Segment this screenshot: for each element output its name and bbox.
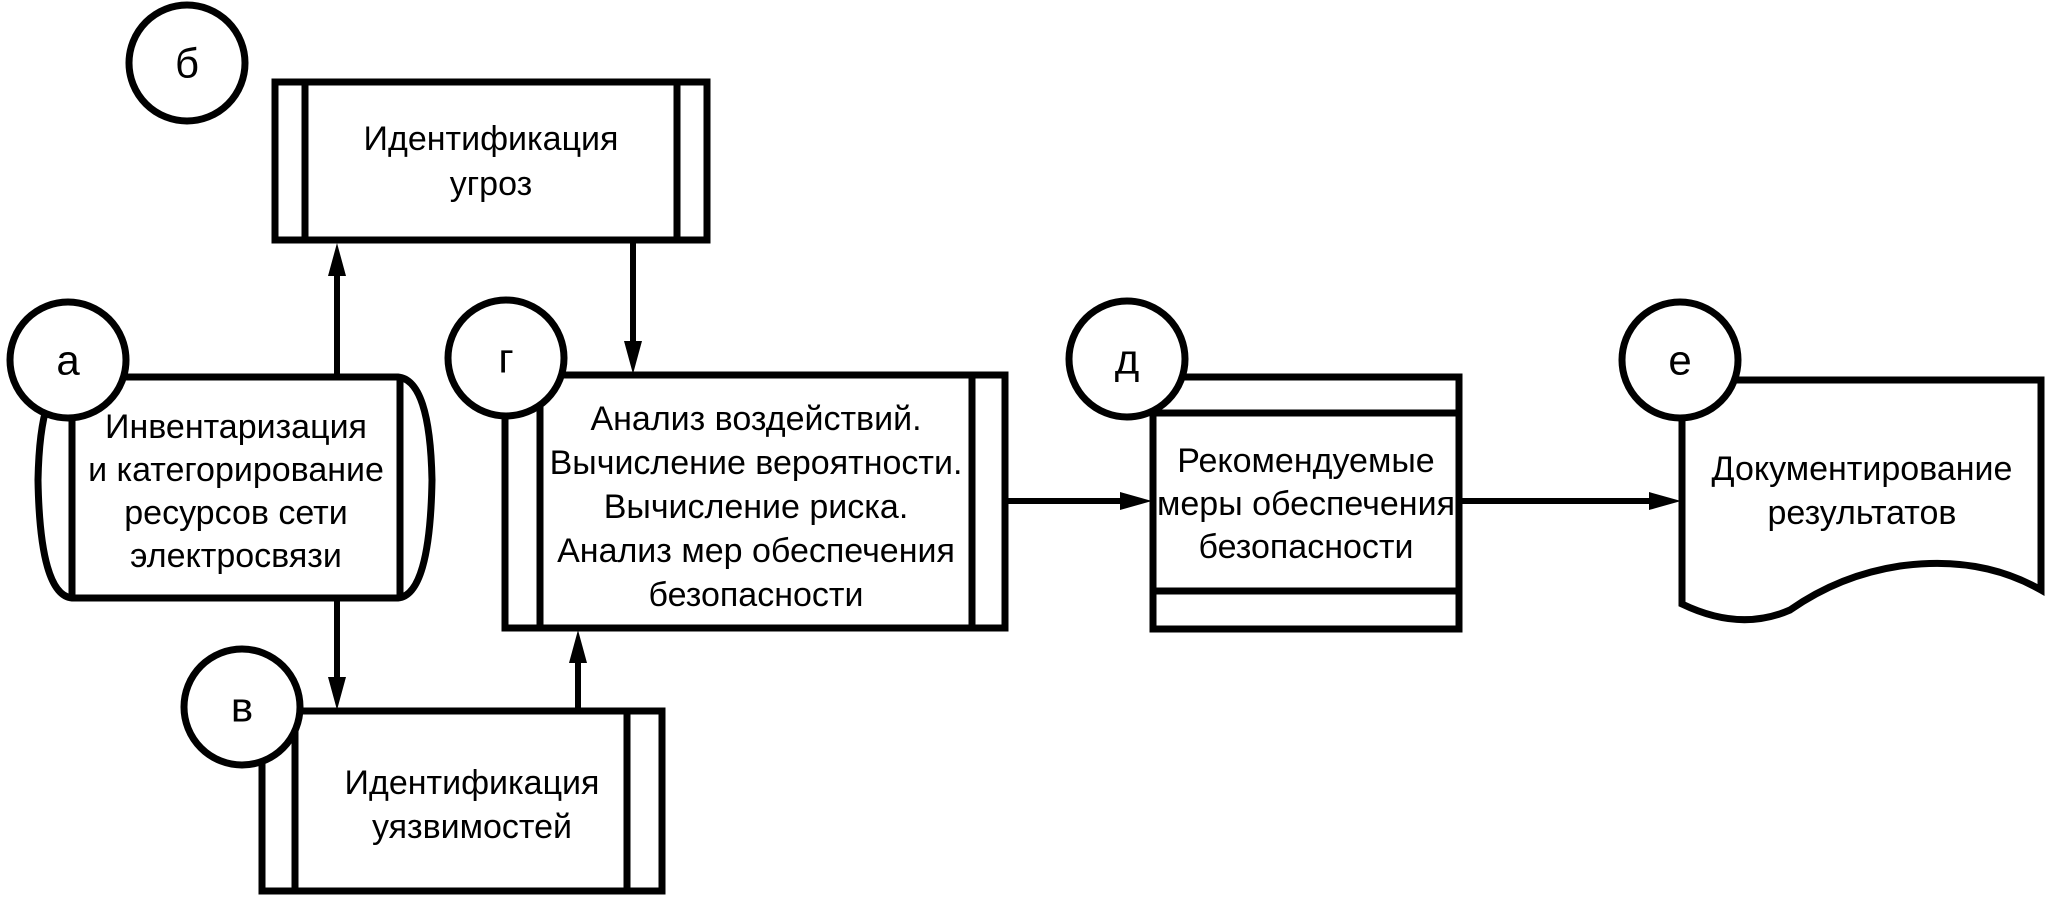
tag-a-letter: а xyxy=(56,337,80,384)
node-d-box xyxy=(1149,373,1463,633)
node-a-label-0: Инвентаризация xyxy=(105,408,367,446)
tag-d-letter: д xyxy=(1115,336,1140,383)
node-d-label-2: безопасности xyxy=(1199,528,1414,566)
node-v: Идентификация уязвимостей xyxy=(258,707,666,895)
arrowhead-a-b xyxy=(328,243,346,276)
node-d: Рекомендуемые меры обеспечения безопасно… xyxy=(1149,373,1463,633)
node-g-label-3: Анализ мер обеспечения xyxy=(557,532,955,570)
node-g-label-1: Вычисление вероятности. xyxy=(550,444,963,482)
node-g-label-2: Вычисление риска. xyxy=(604,488,909,526)
tag-v: в xyxy=(180,645,304,769)
tag-v-letter: в xyxy=(231,684,253,731)
connectors xyxy=(328,241,1681,710)
node-e-label-1: результатов xyxy=(1768,494,1957,532)
tag-e-letter: е xyxy=(1668,337,1691,384)
node-a: Инвентаризация и категорирование ресурсо… xyxy=(34,373,436,602)
tag-g-circle xyxy=(444,296,568,420)
node-g: Анализ воздействий. Вычисление вероятнос… xyxy=(501,371,1009,632)
tag-b-letter: б xyxy=(175,40,199,87)
arrowhead-d-e xyxy=(1649,492,1681,510)
node-a-label-1: и категорирование xyxy=(88,451,384,489)
tag-e-circle xyxy=(1618,298,1742,422)
tag-e: е xyxy=(1618,298,1742,422)
arrowhead-g-d xyxy=(1120,492,1152,510)
node-a-label-2: ресурсов сети xyxy=(124,494,348,532)
tag-d-circle xyxy=(1065,297,1189,421)
node-d-label-0: Рекомендуемые xyxy=(1177,442,1434,480)
arrowhead-a-v xyxy=(328,677,346,710)
node-g-label-0: Анализ воздействий. xyxy=(590,400,921,438)
tag-g: г xyxy=(444,296,568,420)
node-v-label-0: Идентификация xyxy=(345,764,600,802)
node-g-label-4: безопасности xyxy=(649,576,864,614)
node-e: Документирование результатов xyxy=(1678,376,2045,624)
tag-a-circle xyxy=(6,298,130,422)
node-v-label-1: уязвимостей xyxy=(372,808,572,846)
node-d-label-1: меры обеспечения xyxy=(1157,485,1455,523)
node-b-label-1: угроз xyxy=(450,165,532,203)
tag-a: а xyxy=(6,298,130,422)
node-b-label-0: Идентификация xyxy=(364,120,619,158)
node-a-label-3: электросвязи xyxy=(130,537,342,575)
arrowhead-b-g xyxy=(624,341,642,374)
node-e-label-0: Документирование xyxy=(1712,450,2013,488)
tag-d: д xyxy=(1065,297,1189,421)
node-v-box xyxy=(258,707,666,895)
node-b: Идентификация угроз xyxy=(271,78,711,244)
node-b-box xyxy=(271,78,711,244)
node-e-shape xyxy=(1678,376,2045,624)
arrowhead-v-g xyxy=(569,630,587,663)
node-g-box xyxy=(501,371,1009,632)
tag-v-circle xyxy=(180,645,304,769)
tag-g-letter: г xyxy=(498,335,513,382)
tag-b-circle xyxy=(125,1,249,125)
tag-b: б xyxy=(125,1,249,125)
